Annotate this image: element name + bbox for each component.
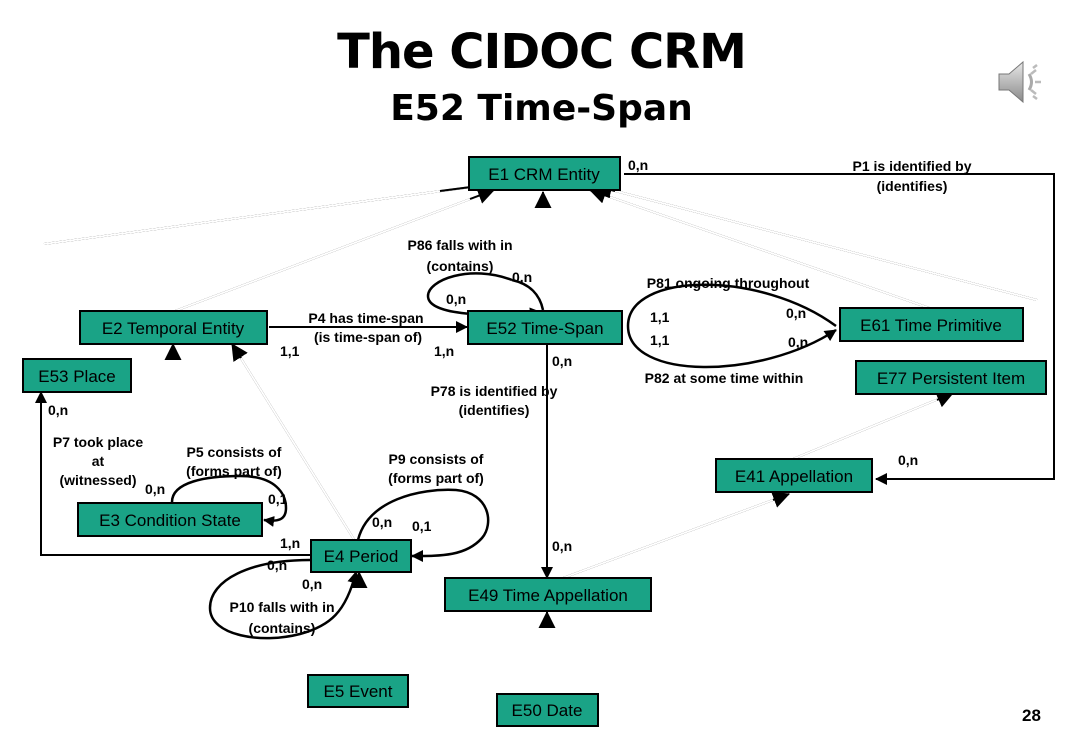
card-p9-b: 0,1	[412, 518, 432, 534]
node-e2-label: E2 Temporal Entity	[102, 319, 245, 338]
p81-label: P81 ongoing throughout	[647, 275, 810, 291]
isa-e41-e77	[792, 391, 954, 460]
p7-inverse-label: (witnessed)	[59, 472, 136, 488]
node-e41-label: E41 Appellation	[735, 467, 853, 486]
node-e3[interactable]: E3 Condition State	[77, 502, 263, 537]
node-e1[interactable]: E1 CRM Entity	[468, 156, 621, 191]
p78-inverse-label: (identifies)	[459, 402, 530, 418]
node-e5-label: E5 Event	[324, 682, 393, 701]
card-p7-e53: 0,n	[48, 402, 68, 418]
card-p5-a: 0,n	[145, 481, 165, 497]
p86-inverse-label: (contains)	[427, 258, 494, 274]
p1-label: P1 is identified by	[852, 158, 971, 174]
p9-inverse-label: (forms part of)	[388, 470, 484, 486]
p82-label: P82 at some time within	[645, 370, 804, 386]
slide-subtitle: E52 Time-Span	[390, 88, 693, 129]
node-e52-label: E52 Time-Span	[486, 319, 603, 338]
card-p10-b: 0,n	[302, 576, 322, 592]
card-p78-e52: 0,n	[552, 353, 572, 369]
node-e77[interactable]: E77 Persistent Item	[855, 360, 1047, 395]
card-p86-a: 0,n	[512, 269, 532, 285]
node-e41[interactable]: E41 Appellation	[715, 458, 873, 493]
isa-e4-e2	[231, 343, 356, 542]
p78-label: P78 is identified by	[431, 383, 558, 399]
node-e3-label: E3 Condition State	[99, 511, 241, 530]
page-number: 28	[1022, 706, 1041, 725]
node-e5[interactable]: E5 Event	[307, 674, 409, 708]
node-e1-label: E1 CRM Entity	[488, 165, 600, 184]
node-e61-label: E61 Time Primitive	[860, 316, 1002, 335]
node-e4[interactable]: E4 Period	[310, 539, 412, 573]
speaker-icon[interactable]	[995, 56, 1047, 108]
p1-inverse-label: (identifies)	[877, 178, 948, 194]
card-p81-a: 1,1	[650, 309, 670, 325]
card-p78-e49: 0,n	[552, 538, 572, 554]
card-p1-e1: 0,n	[628, 157, 648, 173]
card-p4-e52: 1,n	[434, 343, 454, 359]
node-e53[interactable]: E53 Place	[22, 358, 132, 393]
card-p86-b: 0,n	[446, 291, 466, 307]
p5-inverse-label: (forms part of)	[186, 463, 282, 479]
card-p4-e2: 1,1	[280, 343, 300, 359]
p7-label-2: at	[92, 453, 105, 469]
node-e50[interactable]: E50 Date	[496, 693, 599, 727]
node-e52[interactable]: E52 Time-Span	[467, 310, 623, 345]
node-e50-label: E50 Date	[512, 701, 583, 720]
p10-inverse-label: (contains)	[249, 620, 316, 636]
node-e49-label: E49 Time Appellation	[468, 586, 628, 605]
p4-label: P4 has time-span	[308, 310, 423, 326]
node-e49[interactable]: E49 Time Appellation	[444, 577, 652, 612]
card-p82-b: 0,n	[788, 334, 808, 350]
p9-label: P9 consists of	[389, 451, 484, 467]
card-p7-e4: 1,n	[280, 535, 300, 551]
p81-p82-loop	[626, 283, 837, 369]
node-e61[interactable]: E61 Time Primitive	[839, 307, 1024, 342]
p9-loop	[356, 488, 490, 562]
p7-label: P7 took place	[53, 434, 143, 450]
isa-e2-e1	[174, 187, 495, 312]
slide-title: The CIDOC CRM	[337, 24, 747, 80]
node-e53-label: E53 Place	[38, 367, 116, 386]
isa-e49-e41	[562, 491, 790, 579]
card-p81-b: 0,n	[786, 305, 806, 321]
p4-inverse-label: (is time-span of)	[314, 329, 422, 345]
p7-line	[35, 391, 311, 556]
node-e77-label: E77 Persistent Item	[877, 369, 1025, 388]
card-p1-e41: 0,n	[898, 452, 918, 468]
node-e4-label: E4 Period	[324, 547, 399, 566]
card-p5-b: 0,1	[268, 491, 288, 507]
p5-loop	[170, 474, 288, 527]
card-p9-a: 0,n	[372, 514, 392, 530]
node-e2[interactable]: E2 Temporal Entity	[79, 310, 268, 345]
p5-label: P5 consists of	[187, 444, 282, 460]
p1-line	[624, 173, 1055, 485]
card-p82-a: 1,1	[650, 332, 670, 348]
p10-loop	[208, 558, 360, 640]
p10-label: P10 falls with in	[229, 599, 334, 615]
p86-label: P86 falls with in	[407, 237, 512, 253]
card-p10-a: 0,n	[267, 557, 287, 573]
